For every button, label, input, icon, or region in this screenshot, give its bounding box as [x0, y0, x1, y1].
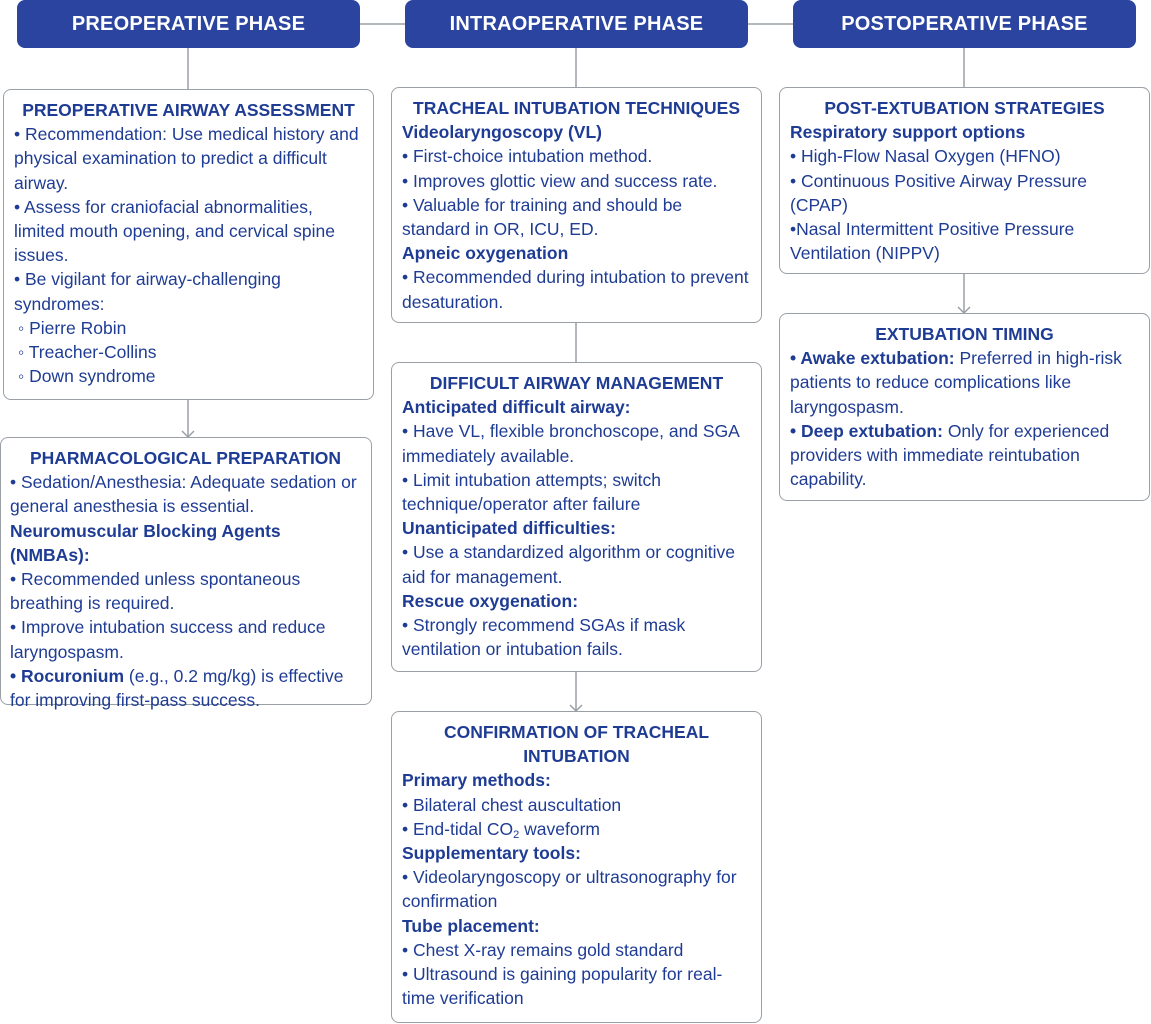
bullet-line: • Strongly recommend SGAs if mask ventil…	[402, 615, 686, 660]
subscript: 2	[513, 828, 520, 841]
phase-header-postoperative: POSTOPERATIVE PHASE	[793, 0, 1136, 48]
bullet-line: •Nasal Intermittent Positive Pressure Ve…	[790, 219, 1075, 264]
subheading: Rescue oxygenation:	[402, 590, 579, 611]
bullet-text: waveform	[519, 818, 601, 839]
box-title: DIFFICULT AIRWAY MANAGEMENT	[429, 373, 724, 393]
phase-header-intraoperative: INTRAOPERATIVE PHASE	[405, 0, 748, 48]
box-title: EXTUBATION TIMING	[875, 324, 1054, 344]
bullet-line: • Videolaryngoscopy or ultrasonography f…	[402, 867, 737, 912]
bullet-line: • Limit intubation attempts; switch tech…	[402, 469, 662, 515]
sub-bullet-line: ◦ Down syndrome	[18, 366, 156, 387]
bullet-line: • Improve intubation success and reduce …	[10, 617, 326, 662]
bullet-line: • Continuous Positive Airway Pressure (C…	[790, 170, 1087, 215]
bullet-line: • Awake extubation: Preferred in high-ri…	[790, 346, 1139, 419]
subheading: Respiratory support options	[790, 122, 1026, 143]
sub-bullet-line: ◦ Treacher-Collins	[18, 342, 157, 363]
bullet-text: (e.g., 0.2 mg/kg) is effective for impro…	[10, 665, 344, 711]
subheading: Apneic oxygenation	[402, 243, 569, 264]
subheading: Primary methods:	[402, 770, 551, 791]
bullet-text: • End-tidal CO	[402, 818, 514, 839]
bullet-line: • Rocuronium (e.g., 0.2 mg/kg) is effect…	[10, 664, 361, 712]
bold-lead: • Awake extubation:	[790, 348, 955, 369]
bullet-line: • Recommended unless spontaneous breathi…	[10, 569, 301, 614]
box-title: PREOPERATIVE AIRWAY ASSESSMENT	[22, 100, 355, 120]
bullet-text: Only for experienced providers with imme…	[790, 420, 1110, 490]
box-difficult-airway-management: DIFFICULT AIRWAY MANAGEMENT Anticipated …	[391, 362, 762, 672]
bold-lead: • Rocuronium	[10, 665, 125, 686]
bullet-line: • Bilateral chest auscultation	[402, 794, 622, 815]
box-title: POST-EXTUBATION STRATEGIES	[824, 98, 1105, 118]
bullet-line: • Chest X-ray remains gold standard	[402, 939, 684, 960]
bullet-line: • Assess for craniofacial abnormalities,…	[14, 196, 336, 266]
subheading: Tube placement:	[402, 915, 540, 936]
bullet-line: • First-choice intubation method.	[402, 146, 653, 167]
bullet-line: • End-tidal CO2 waveform	[402, 817, 751, 841]
phase-header-preoperative: PREOPERATIVE PHASE	[17, 0, 360, 48]
box-tracheal-intubation-techniques: TRACHEAL INTUBATION TECHNIQUES Videolary…	[391, 87, 762, 323]
bullet-line: • Recommended during intubation to preve…	[402, 267, 749, 312]
subheading: Anticipated difficult airway:	[402, 397, 631, 418]
sub-bullet-line: ◦ Pierre Robin	[18, 317, 127, 338]
bullet-line: • Have VL, flexible bronchoscope, and SG…	[402, 421, 739, 466]
subheading: Unanticipated difficulties:	[402, 518, 616, 539]
bullet-line: • Ultrasound is gaining popularity for r…	[402, 964, 723, 1009]
subheading: Neuromuscular Blocking Agents (NMBAs):	[10, 520, 281, 565]
bullet-line: • Valuable for training and should be st…	[402, 194, 683, 240]
bullet-text: Preferred in high-risk patients to reduc…	[790, 348, 1122, 417]
subheading: Supplementary tools:	[402, 843, 581, 864]
box-title: CONFIRMATION OF TRACHEAL INTUBATION	[443, 722, 710, 767]
bullet-line: • Sedation/Anesthesia: Adequate sedation…	[10, 472, 357, 517]
bullet-line: • High-Flow Nasal Oxygen (HFNO)	[790, 146, 1061, 167]
box-post-extubation-strategies: POST-EXTUBATION STRATEGIES Respiratory s…	[779, 87, 1150, 274]
box-confirmation-of-tracheal-intubation: CONFIRMATION OF TRACHEAL INTUBATION Prim…	[391, 711, 762, 1023]
box-airway-assessment: PREOPERATIVE AIRWAY ASSESSMENT • Recomme…	[3, 89, 374, 400]
subheading: Videolaryngoscopy (VL)	[402, 122, 602, 143]
bullet-line: • Improves glottic view and success rate…	[402, 170, 718, 191]
box-title: PHARMACOLOGICAL PREPARATION	[29, 448, 342, 468]
bullet-line: • Deep extubation: Only for experienced …	[790, 419, 1139, 492]
box-pharmacological-preparation: PHARMACOLOGICAL PREPARATION • Sedation/A…	[0, 437, 372, 710]
box-extubation-timing: EXTUBATION TIMING • Awake extubation: Pr…	[779, 313, 1150, 501]
bullet-line: • Be vigilant for airway-challenging syn…	[14, 269, 281, 314]
bold-lead: • Deep extubation:	[790, 420, 943, 441]
bullet-line: • Recommendation: Use medical history an…	[14, 124, 359, 193]
bullet-line: • Use a standardized algorithm or cognit…	[402, 542, 735, 587]
box-title: TRACHEAL INTUBATION TECHNIQUES	[413, 98, 740, 118]
